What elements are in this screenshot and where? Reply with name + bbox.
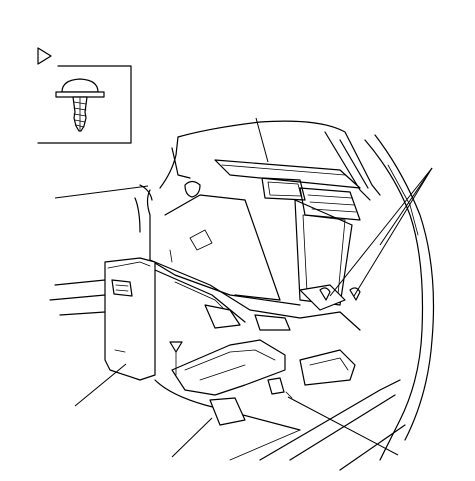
leader-side-clip-c <box>329 167 433 297</box>
leader-side-clip-a <box>379 167 433 246</box>
clip-detail-inset <box>37 47 132 144</box>
leader-side-clip-b <box>353 167 433 297</box>
leader-quarter-panel <box>54 185 149 199</box>
callout-leaders <box>54 117 433 458</box>
inset-frame <box>37 65 132 144</box>
triangle-marker-icon <box>37 47 52 65</box>
clip-fastener-icon <box>55 78 105 132</box>
trunk-interior <box>49 120 435 471</box>
leader-floor-tray <box>171 417 213 458</box>
leader-left-panel <box>74 363 127 407</box>
leader-light-strip <box>255 117 269 163</box>
leader-floor-clip <box>287 396 399 456</box>
